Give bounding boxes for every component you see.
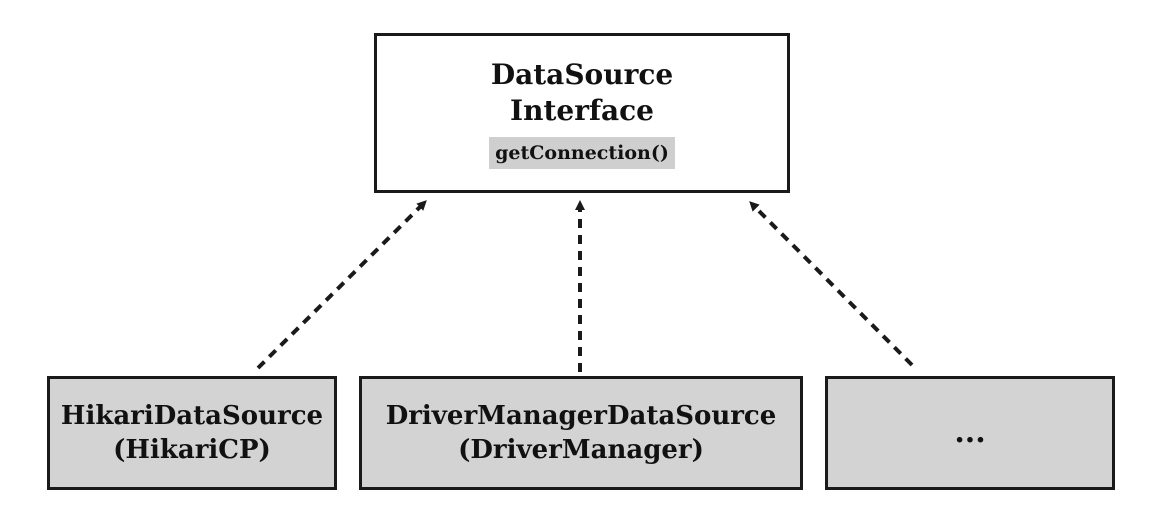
other-implementation-ellipsis: ...: [954, 415, 986, 450]
other-implementation-box: ...: [825, 376, 1115, 490]
arrow-other-to-interface: [749, 201, 914, 367]
datasource-interface-box: DataSource Interface getConnection(): [374, 33, 790, 193]
hikari-datasource-subtitle: (HikariCP): [113, 435, 271, 465]
get-connection-method: getConnection(): [489, 137, 675, 169]
drivermanager-datasource-subtitle: (DriverManager): [458, 435, 704, 465]
drivermanager-datasource-name: DriverManagerDataSource: [385, 401, 777, 431]
arrow-hikari-to-interface: [256, 200, 427, 370]
interface-title-line1: DataSource: [490, 58, 674, 91]
drivermanager-datasource-box: DriverManagerDataSource (DriverManager): [359, 376, 803, 490]
hikari-datasource-box: HikariDataSource (HikariCP): [47, 376, 337, 490]
interface-title-line2: Interface: [509, 94, 654, 127]
hikari-datasource-name: HikariDataSource: [60, 401, 324, 431]
